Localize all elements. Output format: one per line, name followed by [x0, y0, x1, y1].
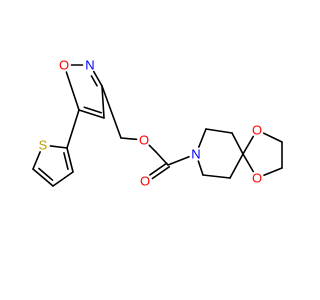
- bond-Od2-spiro: [242, 153, 255, 173]
- atom-label-o-6: O: [252, 123, 262, 138]
- bond-S-t2: [49, 145, 68, 149]
- atom-label-o-1: O: [59, 58, 69, 73]
- bond-t2-c5: [66, 109, 80, 149]
- bond-N1-c3-inner: [90, 75, 98, 87]
- bond-pa-pb: [205, 128, 233, 134]
- bond-cco-N2: [167, 155, 190, 166]
- bond-c5-O1: [65, 71, 80, 111]
- atom-label-o-4: O: [140, 174, 150, 189]
- bond-N2-pa: [197, 128, 207, 148]
- bond-db-Od2: [263, 167, 283, 177]
- bond-cco-Oc-b: [151, 166, 171, 180]
- bond-t4-t5-inner: [38, 167, 54, 181]
- atom-label-n-5: N: [191, 147, 200, 162]
- molecule-diagram: S O N O O N O O: [32, 58, 283, 189]
- atom-label-o-3: O: [139, 133, 149, 148]
- bond-spiro-pc: [229, 153, 244, 179]
- bond-t2-t3-inner: [63, 152, 69, 170]
- bond-c3-ch2a: [101, 85, 122, 139]
- bond-pc-pd: [202, 174, 231, 179]
- bond-Oe-ch2b: [148, 144, 157, 153]
- bond-t5-S: [32, 151, 41, 170]
- bonds-layer: [32, 64, 283, 187]
- atom-label-n-2: N: [85, 58, 94, 73]
- bond-Od1-da: [262, 132, 283, 143]
- bond-c4-c5-inner: [83, 106, 103, 114]
- bond-t3-t4: [52, 171, 74, 187]
- atom-label-s-0: S: [39, 138, 48, 153]
- bond-c3-c4: [101, 85, 105, 119]
- bond-c4-c5: [78, 109, 105, 119]
- atom-label-o-7: O: [252, 171, 262, 186]
- bond-spiro-Od1: [242, 135, 255, 155]
- atom-labels-layer: S O N O O N O O: [39, 58, 262, 189]
- bond-t2-t3: [66, 147, 74, 173]
- bond-ch2a-Oe: [120, 137, 138, 141]
- bond-pb-spiro: [231, 132, 244, 155]
- bond-cco-Oc-a: [149, 162, 168, 176]
- structure-canvas: S O N O O N O O: [32, 57, 283, 189]
- bond-N1-c3: [92, 70, 103, 87]
- bond-pd-N2: [197, 160, 204, 176]
- bond-t4-t5: [32, 168, 54, 187]
